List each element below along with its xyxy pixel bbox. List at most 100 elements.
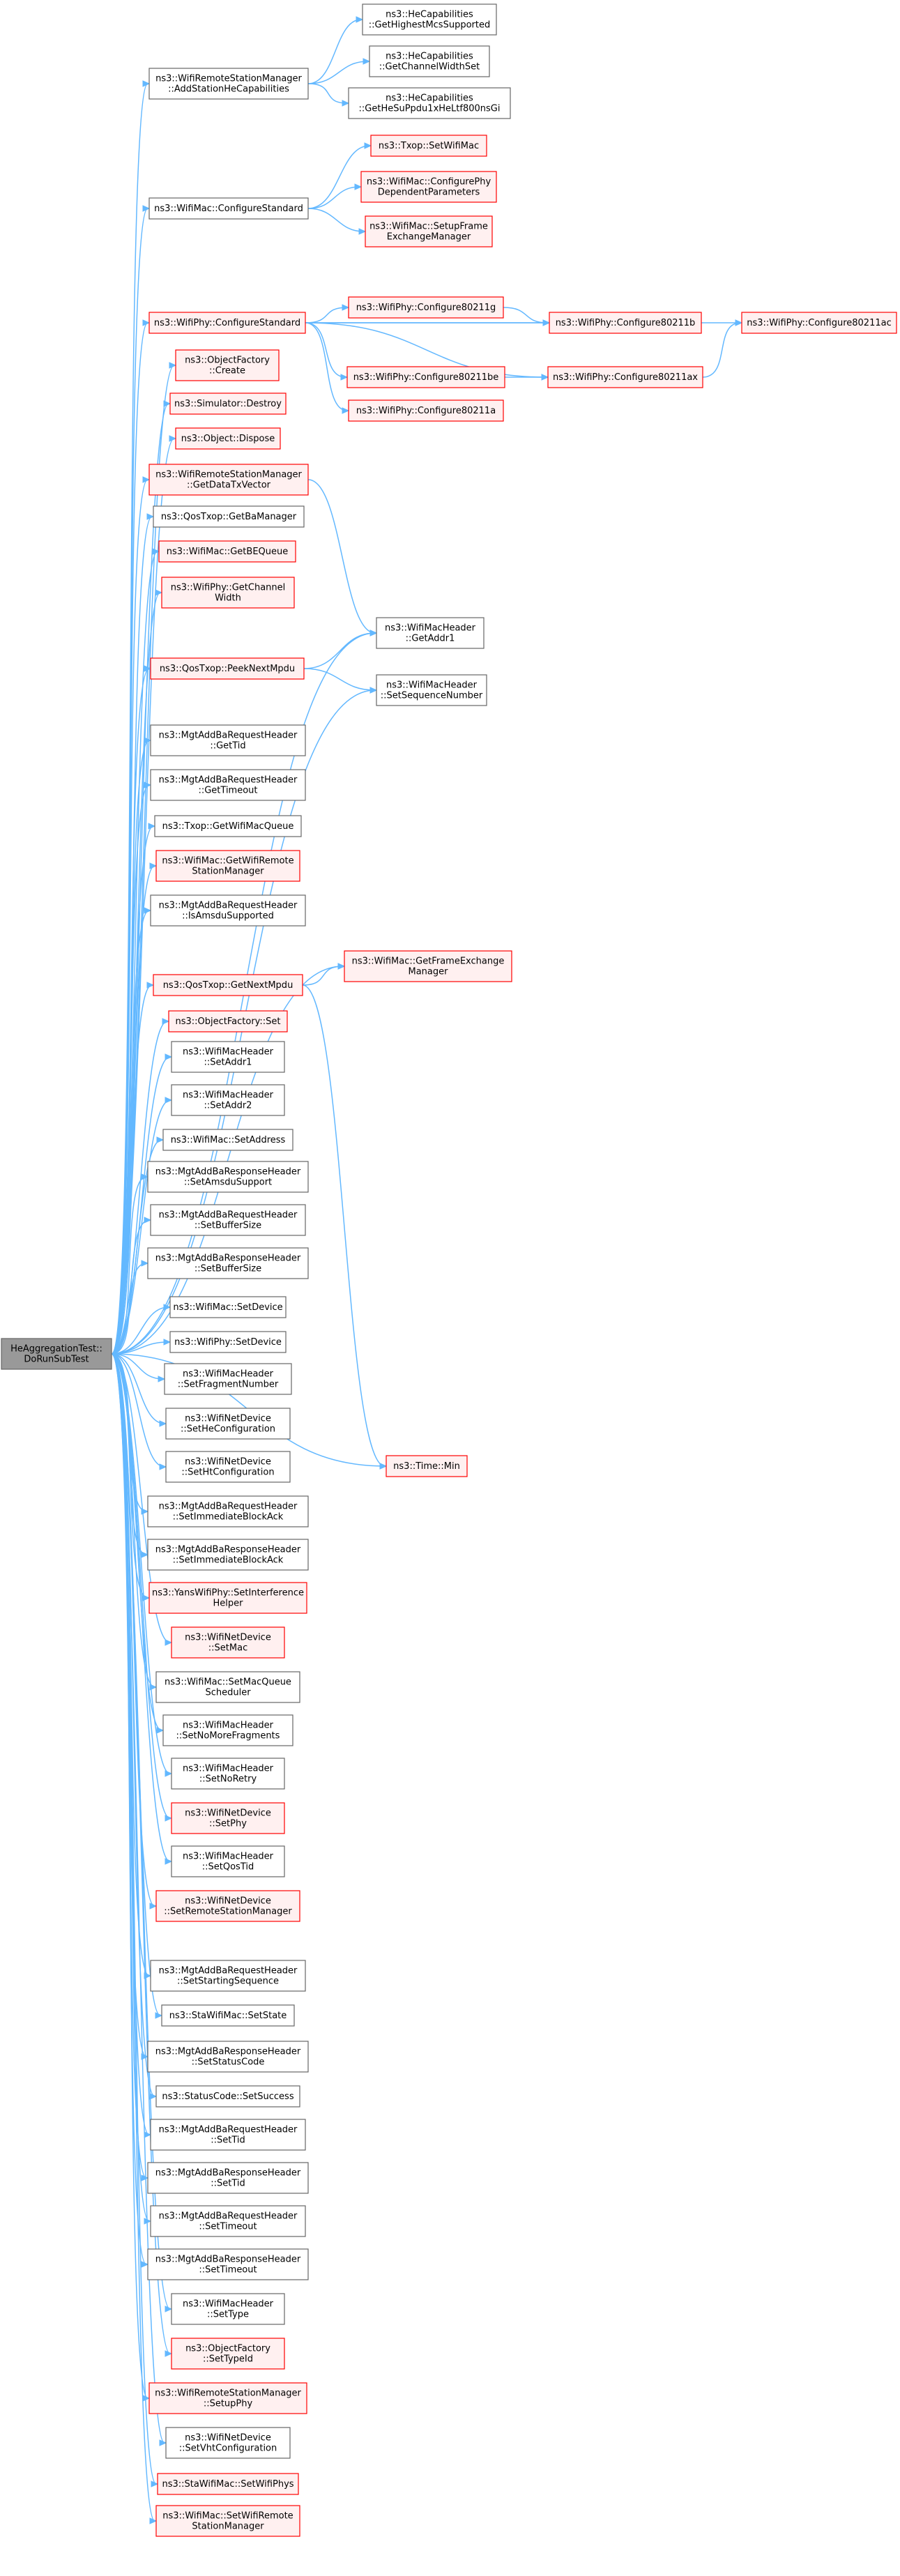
- function-node[interactable]: ns3::Txop::SetWifiMac: [370, 135, 487, 157]
- function-node[interactable]: ns3::HeCapabilities::GetHighestMcsSuppor…: [362, 3, 497, 36]
- edge-arrowhead: [165, 1858, 173, 1865]
- function-node[interactable]: ns3::WifiMac::SetDevice: [169, 1296, 287, 1318]
- function-node[interactable]: ns3::Object::Dispose: [175, 427, 281, 450]
- node-label: ns3::WifiMac::ConfigureStandard: [154, 204, 303, 214]
- node-label: ::SetTid: [211, 2135, 245, 2146]
- function-node[interactable]: ns3::ObjectFactory::Set: [168, 1010, 288, 1032]
- node-label: ns3::YansWifiPhy::SetInterference: [152, 1588, 304, 1599]
- function-node[interactable]: ns3::MgtAddBaRequestHeader::GetTimeout: [150, 769, 306, 801]
- function-node[interactable]: ns3::Txop::GetWifiMacQueue: [154, 815, 302, 837]
- node-label: ns3::Simulator::Destroy: [174, 399, 282, 409]
- function-node[interactable]: ns3::ObjectFactory::Create: [175, 349, 280, 381]
- function-node[interactable]: ns3::WifiRemoteStationManager::SetupPhy: [148, 2382, 307, 2414]
- function-node[interactable]: ns3::MgtAddBaResponseHeader::SetTimeout: [147, 2248, 309, 2280]
- node-label: ::SetBufferSize: [195, 1264, 261, 1274]
- function-node[interactable]: ns3::WifiMac::ConfigureStandard: [148, 197, 309, 220]
- function-node[interactable]: ns3::WifiNetDevice::SetPhy: [171, 1802, 285, 1834]
- function-node[interactable]: ns3::WifiMacHeader::GetAddr1: [376, 617, 485, 649]
- node-box: [153, 505, 305, 528]
- function-node[interactable]: ns3::WifiPhy::Configure80211be: [346, 366, 505, 388]
- function-node[interactable]: ns3::Time::Min: [386, 1455, 468, 1477]
- node-label: ns3::WifiMacHeader: [183, 1764, 274, 1774]
- function-node[interactable]: ns3::StatusCode::SetSuccess: [155, 2085, 300, 2108]
- node-box: [1, 1338, 112, 1370]
- node-label: ns3::ObjectFactory::Set: [175, 1016, 280, 1027]
- function-node[interactable]: ns3::MgtAddBaResponseHeader::SetStatusCo…: [147, 2041, 309, 2073]
- function-node[interactable]: ns3::WifiNetDevice::SetVhtConfiguration: [165, 2427, 291, 2459]
- function-node[interactable]: ns3::WifiPhy::Configure80211a: [348, 399, 504, 422]
- function-node[interactable]: ns3::WifiNetDevice::SetHtConfiguration: [165, 1451, 291, 1483]
- edge-n_addstation-to-n_gethighest: [307, 16, 364, 84]
- edge-n_c80211be-to-n_c80211ax: [504, 374, 549, 381]
- function-node[interactable]: ns3::WifiPhy::GetChannelWidth: [161, 577, 295, 609]
- edge-arrowhead: [162, 1018, 170, 1025]
- node-label: ::SetRemoteStationManager: [164, 1907, 292, 1917]
- function-node[interactable]: ns3::WifiMacHeader::SetSequenceNumber: [376, 674, 487, 706]
- function-node[interactable]: ns3::MgtAddBaResponseHeader::SetImmediat…: [147, 1539, 309, 1571]
- node-box: [171, 1084, 285, 1116]
- function-node[interactable]: ns3::WifiPhy::Configure80211b: [549, 312, 702, 334]
- edge-root-to-n_setwifiremote: [111, 1353, 158, 2524]
- function-node[interactable]: ns3::WifiMacHeader::SetFragmentNumber: [164, 1363, 292, 1395]
- function-node[interactable]: ns3::WifiMacHeader::SetQosTid: [171, 1845, 285, 1877]
- function-node[interactable]: ns3::WifiMacHeader::SetNoMoreFragments: [162, 1714, 293, 1746]
- node-label: ns3::QosTxop::PeekNextMpdu: [160, 664, 295, 674]
- function-node[interactable]: ns3::WifiPhy::Configure80211g: [348, 296, 504, 319]
- function-node[interactable]: ns3::WifiMac::ConfigurePhyDependentParam…: [360, 171, 497, 203]
- function-node[interactable]: ns3::WifiMacHeader::SetAddr1: [171, 1041, 285, 1073]
- function-node[interactable]: ns3::MgtAddBaRequestHeader::SetTimeout: [150, 2205, 306, 2237]
- function-node[interactable]: ns3::StaWifiMac::SetState: [161, 2004, 295, 2027]
- function-node[interactable]: ns3::MgtAddBaRequestHeader::SetTid: [150, 2119, 306, 2151]
- function-node[interactable]: ns3::WifiMacHeader::SetAddr2: [171, 1084, 285, 1116]
- function-node[interactable]: ns3::WifiMac::SetAddress: [162, 1129, 293, 1151]
- function-node[interactable]: ns3::HeCapabilities::GetChannelWidthSet: [369, 45, 490, 77]
- function-node[interactable]: ns3::ObjectFactory::SetTypeId: [171, 2338, 285, 2370]
- function-node[interactable]: ns3::QosTxop::GetBaManager: [153, 505, 305, 528]
- edge-arrowhead: [141, 2261, 149, 2268]
- function-node[interactable]: ns3::WifiNetDevice::SetMac: [171, 1626, 285, 1659]
- function-node[interactable]: ns3::WifiRemoteStationManager::GetDataTx…: [148, 464, 309, 496]
- function-node[interactable]: ns3::MgtAddBaResponseHeader::SetAmsduSup…: [147, 1161, 309, 1193]
- edge-arrowhead: [149, 2517, 158, 2524]
- function-node[interactable]: ns3::MgtAddBaRequestHeader::SetStartingS…: [150, 1960, 306, 1992]
- function-node[interactable]: ns3::QosTxop::GetNextMpdu: [153, 974, 303, 996]
- function-node[interactable]: ns3::WifiMac::GetWifiRemoteStationManage…: [155, 850, 300, 882]
- function-node[interactable]: ns3::WifiNetDevice::SetHeConfiguration: [165, 1408, 291, 1440]
- function-node[interactable]: ns3::StaWifiMac::SetWifiPhys: [157, 2473, 299, 2495]
- edge-arrowhead: [364, 142, 372, 149]
- node-label: HeAggregationTest::: [10, 1344, 102, 1355]
- function-node[interactable]: ns3::MgtAddBaResponseHeader::SetBufferSi…: [147, 1247, 309, 1279]
- edge-arrowhead: [342, 304, 350, 311]
- node-label: ns3::MgtAddBaResponseHeader: [155, 1253, 301, 1264]
- node-box: [348, 296, 504, 319]
- function-node[interactable]: ns3::WifiMac::SetWifiRemoteStationManage…: [155, 2505, 300, 2537]
- function-node[interactable]: ns3::WifiPhy::Configure80211ax: [547, 366, 703, 388]
- function-node[interactable]: ns3::MgtAddBaRequestHeader::IsAmsduSuppo…: [150, 894, 306, 927]
- node-label: ns3::WifiPhy::ConfigureStandard: [154, 318, 300, 328]
- function-node[interactable]: ns3::MgtAddBaRequestHeader::SetBufferSiz…: [150, 1204, 306, 1236]
- function-node[interactable]: ns3::MgtAddBaResponseHeader::SetTid: [147, 2162, 309, 2194]
- node-box: [162, 1714, 293, 1746]
- function-node[interactable]: ns3::WifiRemoteStationManager::AddStatio…: [148, 68, 309, 100]
- edge-line: [111, 784, 150, 1355]
- node-label: ::SetImmediateBlockAck: [173, 1512, 284, 1523]
- node-box: [148, 197, 309, 220]
- function-node[interactable]: ns3::WifiNetDevice::SetRemoteStationMana…: [155, 1890, 300, 1922]
- function-node[interactable]: ns3::MgtAddBaRequestHeader::GetTid: [150, 724, 306, 756]
- node-box: [169, 1331, 287, 1353]
- function-node[interactable]: ns3::WifiPhy::Configure80211ac: [741, 312, 897, 334]
- function-node[interactable]: ns3::HeCapabilities::GetHeSuPpdu1xHeLtf8…: [348, 87, 511, 119]
- function-node[interactable]: ns3::WifiPhy::ConfigureStandard: [148, 312, 306, 334]
- function-node[interactable]: ns3::QosTxop::PeekNextMpdu: [150, 657, 305, 680]
- function-node[interactable]: ns3::WifiPhy::SetDevice: [169, 1331, 287, 1353]
- function-node[interactable]: ns3::Simulator::Destroy: [169, 393, 287, 415]
- function-node[interactable]: ns3::MgtAddBaRequestHeader::SetImmediate…: [147, 1495, 309, 1527]
- function-node[interactable]: ns3::WifiMac::GetBEQueue: [158, 540, 296, 563]
- function-node[interactable]: ns3::WifiMacHeader::SetType: [171, 2293, 285, 2325]
- function-node[interactable]: ns3::WifiMacHeader::SetNoRetry: [171, 1758, 285, 1790]
